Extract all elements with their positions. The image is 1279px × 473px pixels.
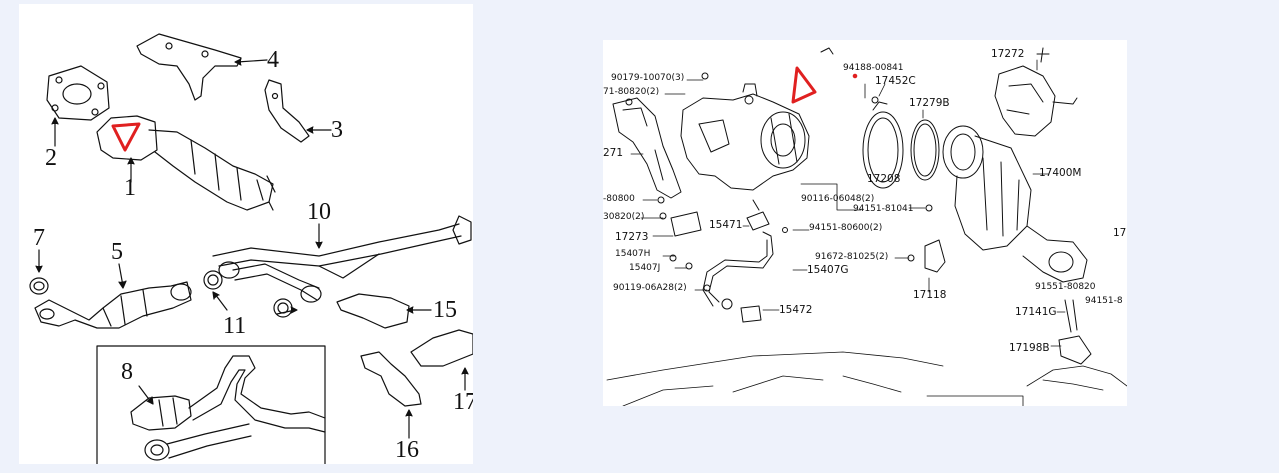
part-10-pipe bbox=[212, 215, 472, 303]
callout-3: 3 bbox=[331, 117, 343, 143]
callout-271: 271 bbox=[603, 147, 624, 159]
part-15472 bbox=[740, 305, 762, 323]
leader-lines-right bbox=[630, 59, 1066, 347]
part-5-converter bbox=[34, 281, 192, 329]
part-15-shield bbox=[336, 293, 410, 329]
callout-15407g: 15407G bbox=[807, 264, 849, 276]
callout-94188-00841: 94188-00841 bbox=[843, 63, 904, 73]
leader-lines-left bbox=[35, 58, 469, 439]
part-17452c bbox=[871, 96, 879, 104]
callout-91672-81025: 91672-81025(2) bbox=[815, 252, 889, 262]
part-17141g bbox=[1064, 299, 1078, 333]
part-271 bbox=[612, 97, 682, 199]
callout-7: 7 bbox=[33, 225, 45, 251]
part-17208-clamp bbox=[862, 101, 904, 189]
callout-4: 4 bbox=[267, 47, 279, 73]
callout-11: 11 bbox=[223, 313, 247, 339]
callout-17118: 17118 bbox=[913, 289, 947, 301]
part-11-ring-b bbox=[273, 298, 293, 318]
callout-90179-10070: 90179-10070(3) bbox=[611, 73, 685, 83]
part-7-ring bbox=[29, 277, 49, 295]
callout-30820: 30820(2) bbox=[603, 212, 645, 222]
part-15407g-tube bbox=[708, 231, 774, 303]
callout-8: 8 bbox=[121, 359, 133, 385]
part-15471 bbox=[746, 211, 770, 231]
callout-17279b: 17279B bbox=[909, 97, 950, 109]
callout-90119-06a28: 90119-06A28(2) bbox=[613, 283, 687, 293]
part-17118 bbox=[924, 239, 946, 273]
callout-17198b: 17198B bbox=[1009, 342, 1050, 354]
part-17279b-ring bbox=[910, 119, 940, 181]
part-17273 bbox=[670, 211, 702, 237]
engine-block-outline bbox=[606, 351, 1127, 406]
part-11-ring-a bbox=[203, 270, 223, 290]
callout-94151-8-partial: 94151-8 bbox=[1085, 296, 1123, 306]
part-17198b bbox=[1058, 335, 1092, 365]
callout-15: 15 bbox=[433, 297, 457, 323]
callout-5: 5 bbox=[111, 239, 123, 265]
part-17-shield bbox=[410, 329, 473, 367]
part-17400m-converter bbox=[942, 125, 1088, 283]
callout-1: 1 bbox=[124, 175, 136, 201]
highlight-triangle-right bbox=[791, 66, 817, 104]
callout-94151-80600: 94151-80600(2) bbox=[809, 223, 883, 233]
callout-17141g: 17141G bbox=[1015, 306, 1057, 318]
callout-15472: 15472 bbox=[779, 304, 813, 316]
callout-80800: -80800 bbox=[603, 194, 635, 204]
callout-17452c: 17452C bbox=[875, 75, 916, 87]
turbocharger bbox=[680, 83, 810, 191]
part-16-bracket bbox=[360, 351, 422, 407]
callout-71-80820: 71-80820(2) bbox=[603, 87, 660, 97]
inset-pipe bbox=[144, 355, 326, 461]
callout-15407h: 15407H bbox=[615, 249, 651, 259]
callout-15407j: 15407J bbox=[629, 263, 661, 273]
callout-17: 17 bbox=[453, 389, 473, 415]
part-2-gasket bbox=[46, 65, 110, 121]
callout-94151-81041: 94151-81041 bbox=[853, 204, 914, 214]
callout-17-partial: 17 bbox=[1113, 227, 1127, 239]
callout-2: 2 bbox=[45, 145, 57, 171]
callout-91551-80820: 91551-80820 bbox=[1035, 282, 1096, 292]
callout-15471: 15471 bbox=[709, 219, 743, 231]
red-dot bbox=[852, 73, 858, 79]
inset-box bbox=[96, 345, 326, 464]
left-diagram-drawing bbox=[29, 33, 473, 464]
callout-17273: 17273 bbox=[615, 231, 649, 243]
part-3-bracket bbox=[264, 79, 310, 143]
right-diagram-drawing bbox=[606, 47, 1127, 406]
callout-10: 10 bbox=[307, 199, 331, 225]
part-8-converter bbox=[130, 395, 192, 431]
callout-16: 16 bbox=[395, 437, 419, 463]
bolt-top bbox=[820, 47, 834, 55]
highlight-triangle-left bbox=[111, 122, 141, 152]
left-diagram-panel: 1 2 3 4 5 7 8 10 11 15 16 17 bbox=[19, 4, 473, 464]
callout-17272: 17272 bbox=[991, 48, 1025, 60]
callout-90116-06048: 90116-06048(2) bbox=[801, 194, 875, 204]
right-diagram-panel: 90179-10070(3) 71-80820(2) 271 -80800 30… bbox=[603, 40, 1127, 406]
callout-17208: 17208 bbox=[867, 173, 901, 185]
part-4-heat-shield bbox=[136, 33, 242, 101]
callout-17400m: 17400M bbox=[1039, 167, 1082, 179]
part-17272-shield bbox=[994, 65, 1056, 137]
part-1-converter bbox=[96, 115, 276, 211]
